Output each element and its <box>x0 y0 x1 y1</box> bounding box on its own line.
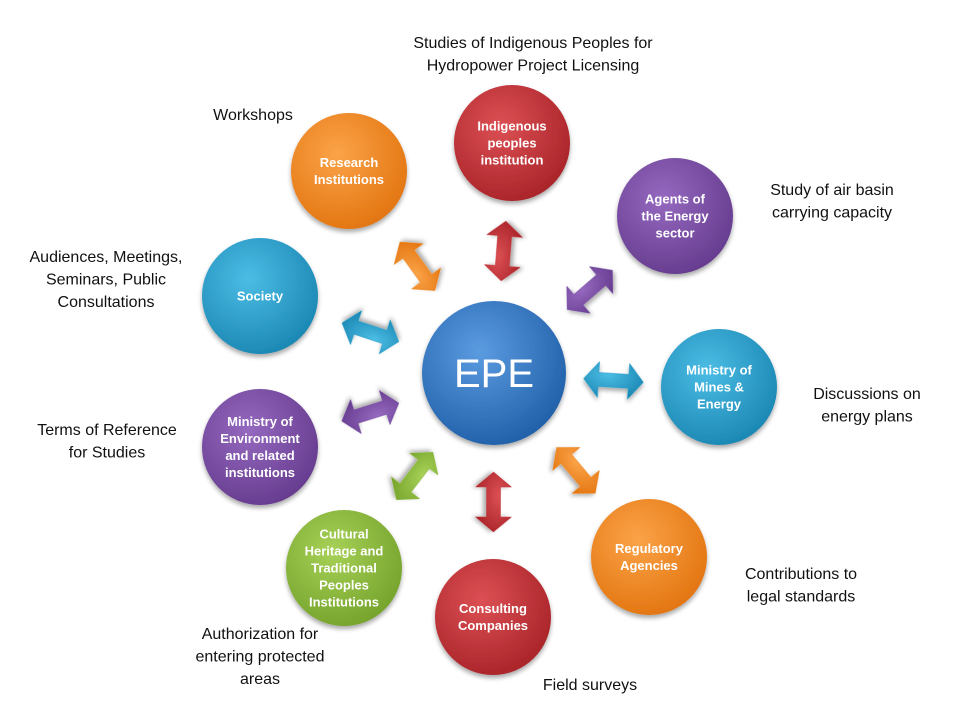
node-label-line: Society <box>237 289 284 304</box>
node-energy-agents: Agents of the Energy sector <box>617 158 733 274</box>
double-arrow-icon-indigenous <box>483 220 524 282</box>
caption-line: Consultations <box>58 294 155 311</box>
double-arrow-icon-energy-agents <box>566 266 614 314</box>
caption-environment: Terms of Reference for Studies <box>37 422 177 462</box>
node-label-line: Ministry of <box>686 363 752 378</box>
caption-line: carrying capacity <box>772 205 892 222</box>
caption-line: Field surveys <box>543 677 637 694</box>
node-label-line: Agents of <box>645 192 706 207</box>
node-circle-research <box>291 113 407 229</box>
node-circle-energy-agents <box>617 158 733 274</box>
node-label-mines-energy: Ministry of Mines & Energy <box>686 363 752 412</box>
center-circle <box>422 301 566 445</box>
caption-line: Terms of Reference <box>37 422 177 439</box>
node-environment: Ministry of Environment and related institu… <box>202 389 318 505</box>
node-label-line: sector <box>655 226 694 241</box>
node-label-line: institutions <box>225 465 295 480</box>
node-society: Society <box>202 238 318 354</box>
node-label-line: Institutions <box>314 172 384 187</box>
caption-consulting: Field surveys <box>543 677 637 694</box>
caption-line: areas <box>240 671 280 688</box>
double-arrow-icon-environment <box>341 389 400 435</box>
caption-line: energy plans <box>821 409 913 426</box>
node-label-line: Mines & <box>694 380 744 395</box>
caption-line: Audiences, Meetings, <box>30 249 183 266</box>
caption-line: Hydropower Project Licensing <box>427 58 640 75</box>
node-circle-regulatory <box>591 499 707 615</box>
caption-line: Workshops <box>213 107 293 124</box>
double-arrow-icon-society <box>341 309 400 355</box>
node-label-line: institution <box>481 153 544 168</box>
node-label-society: Society <box>237 289 284 304</box>
node-label-line: Regulatory <box>615 541 684 556</box>
caption-energy-agents: Study of air basin carrying capacity <box>770 182 894 222</box>
node-mines-energy: Ministry of Mines & Energy <box>661 329 777 445</box>
node-label-line: Ministry of <box>227 414 293 429</box>
node-label-line: Consulting <box>459 601 527 616</box>
node-label-line: Institutions <box>309 595 379 610</box>
caption-research: Workshops <box>213 107 293 124</box>
caption-line: Studies of Indigenous Peoples for <box>413 35 653 52</box>
node-circle-indigenous <box>454 85 570 201</box>
node-label-line: Cultural <box>319 527 368 542</box>
double-arrow-icon-cultural <box>390 451 439 501</box>
node-circle-cultural <box>286 510 402 626</box>
node-label-line: Environment <box>220 431 300 446</box>
center-label: EPE <box>454 352 534 396</box>
node-label-line: Agencies <box>620 558 678 573</box>
node-label-line: Heritage and <box>305 544 384 559</box>
double-arrow-icon-research <box>393 241 442 291</box>
node-indigenous: Indigenous peoples institution <box>454 85 570 201</box>
node-label-line: Indigenous <box>477 119 546 134</box>
caption-line: legal standards <box>747 589 856 606</box>
caption-regulatory: Contributions to legal standards <box>745 566 857 606</box>
node-label-line: Research <box>320 155 379 170</box>
node-circle-consulting <box>435 559 551 675</box>
caption-line: entering protected <box>196 649 325 666</box>
caption-line: Authorization for <box>202 626 319 643</box>
node-circle-mines-energy <box>661 329 777 445</box>
node-label-line: the Energy <box>641 209 709 224</box>
caption-mines-energy: Discussions on energy plans <box>813 386 921 426</box>
double-arrow-icon-consulting <box>474 471 513 533</box>
node-label-indigenous: Indigenous peoples institution <box>477 119 546 168</box>
double-arrow-icon-mines-energy <box>583 360 644 400</box>
center-node: EPE <box>422 301 566 445</box>
double-arrow-icon-regulatory <box>552 447 600 494</box>
caption-cultural: Authorization for entering protected areas <box>196 626 325 688</box>
node-label-environment: Ministry of Environment and related institu… <box>220 414 300 480</box>
caption-line: Contributions to <box>745 566 857 583</box>
node-label-line: Companies <box>458 618 528 633</box>
node-circle-environment <box>202 389 318 505</box>
node-circle-society <box>202 238 318 354</box>
node-label-line: Energy <box>697 397 742 412</box>
caption-line: Discussions on <box>813 386 921 403</box>
caption-line: Study of air basin <box>770 182 894 199</box>
caption-line: Seminars, Public <box>46 272 166 289</box>
node-label-line: and related <box>225 448 294 463</box>
node-label-line: Traditional <box>311 561 377 576</box>
node-label-line: Peoples <box>319 578 369 593</box>
caption-line: for Studies <box>69 445 145 462</box>
node-label-energy-agents: Agents of the Energy sector <box>641 192 709 241</box>
node-label-line: peoples <box>487 136 536 151</box>
